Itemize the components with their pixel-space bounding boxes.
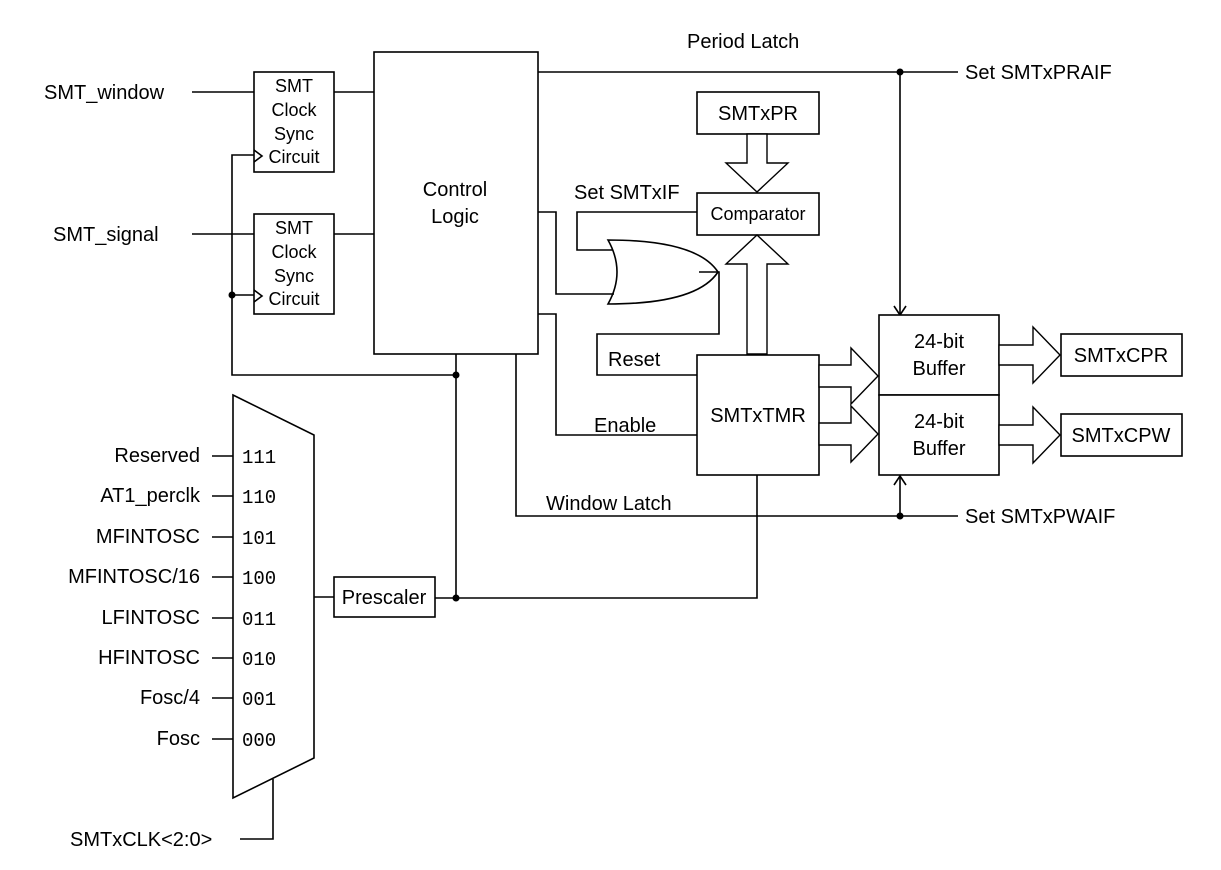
sync-clock-wire (231, 154, 456, 376)
sync2-clock-marker (253, 289, 264, 303)
clock-source-label: Reserved (114, 445, 200, 467)
sync2-line4: Circuit (268, 289, 319, 309)
control-logic-line2: Logic (431, 206, 479, 228)
mux-select-code: 011 (242, 609, 276, 631)
sync2-line3: Sync (274, 266, 314, 286)
sync1-line3: Sync (274, 124, 314, 144)
set-pwaif-label: Set SMTxPWAIF (965, 506, 1115, 528)
enable-label: Enable (594, 415, 656, 437)
sync1-line1: SMT (275, 76, 313, 96)
clock-source-label: MFINTOSC (96, 526, 200, 548)
control-logic-line1: Control (423, 179, 487, 201)
smtxtmr-label: SMTxTMR (710, 405, 806, 427)
tmr-to-buffer1-arrow (818, 346, 879, 406)
buffer2-line1: 24-bit (914, 411, 964, 433)
clock-source-label: Fosc (157, 728, 200, 750)
mux-select-wire (240, 779, 274, 840)
mux-select-code: 110 (242, 487, 276, 509)
sync-circuit-window (253, 71, 335, 173)
sync1-line4: Circuit (268, 147, 319, 167)
or-to-reset-wire (596, 271, 720, 376)
buffer2-to-cpw-arrow (998, 405, 1061, 465)
smtxcpw-label: SMTxCPW (1072, 425, 1171, 447)
or-gate (606, 239, 719, 305)
mux-select-code: 101 (242, 528, 276, 550)
clock-source-label: Fosc/4 (140, 687, 200, 709)
clock-source-label: HFINTOSC (98, 647, 200, 669)
mux-select-code: 111 (242, 447, 276, 469)
prescaler-to-tmr-wire (435, 475, 758, 599)
smtxcpr-label: SMTxCPR (1074, 345, 1168, 367)
junction-dot (452, 594, 460, 602)
window-latch-label: Window Latch (546, 493, 672, 515)
comparator-to-or-wire (576, 211, 697, 251)
set-if-label: Set SMTxIF (574, 182, 680, 204)
enable-wire (538, 313, 697, 436)
period-latch-label: Period Latch (687, 31, 799, 53)
mux-select-code: 010 (242, 649, 276, 671)
junction-dot (228, 291, 236, 299)
tmr-to-comparator-arrow (724, 234, 790, 355)
buffer2-line2: Buffer (913, 438, 966, 460)
pr-to-comparator-arrow (724, 133, 790, 193)
mux-select-label: SMTxCLK<2:0> (70, 829, 212, 851)
set-praif-label: Set SMTxPRAIF (965, 62, 1112, 84)
smtxcpr-block (1060, 333, 1183, 377)
buffer1-line1: 24-bit (914, 331, 964, 353)
clock-source-label: MFINTOSC/16 (68, 566, 200, 588)
buffer1-line2: Buffer (913, 358, 966, 380)
sync-circuit-signal (253, 213, 335, 315)
sync2-line2: Clock (271, 242, 317, 262)
prescaler-label: Prescaler (342, 587, 427, 609)
sync1-clock-marker (253, 149, 264, 163)
control-logic-block (373, 51, 539, 355)
mux-inputs: Reserved 111 AT1_perclk 110 MFINTOSC 101… (68, 445, 276, 752)
buffer2-clock-marker (893, 474, 907, 486)
smtxcpw-block (1060, 413, 1183, 457)
prescaler-block (333, 576, 436, 618)
smtxtmr-block (696, 354, 820, 476)
smt-signal-label: SMT_signal (53, 224, 159, 246)
sync2-line1: SMT (275, 218, 313, 238)
tmr-to-buffer2-arrow (818, 404, 879, 464)
buffer1-to-cpr-arrow (998, 325, 1061, 385)
buffer-period (878, 314, 1000, 396)
mux-select-code: 000 (242, 730, 276, 752)
sync1-line2: Clock (271, 100, 317, 120)
smtxpr-block (696, 91, 820, 135)
buffer-pulse-width (878, 394, 1000, 476)
mux-select-code: 001 (242, 689, 276, 711)
comparator-label: Comparator (710, 204, 805, 224)
clock-source-label: LFINTOSC (101, 607, 200, 629)
clock-source-label: AT1_perclk (100, 485, 201, 507)
control-to-or-wire (538, 211, 614, 295)
reset-label: Reset (608, 349, 661, 371)
comparator-block (696, 192, 820, 236)
smt-window-label: SMT_window (44, 82, 165, 104)
window-latch-wire (515, 354, 958, 517)
smtxpr-label: SMTxPR (718, 103, 798, 125)
clock-source-mux (232, 393, 315, 800)
mux-select-code: 100 (242, 568, 276, 590)
